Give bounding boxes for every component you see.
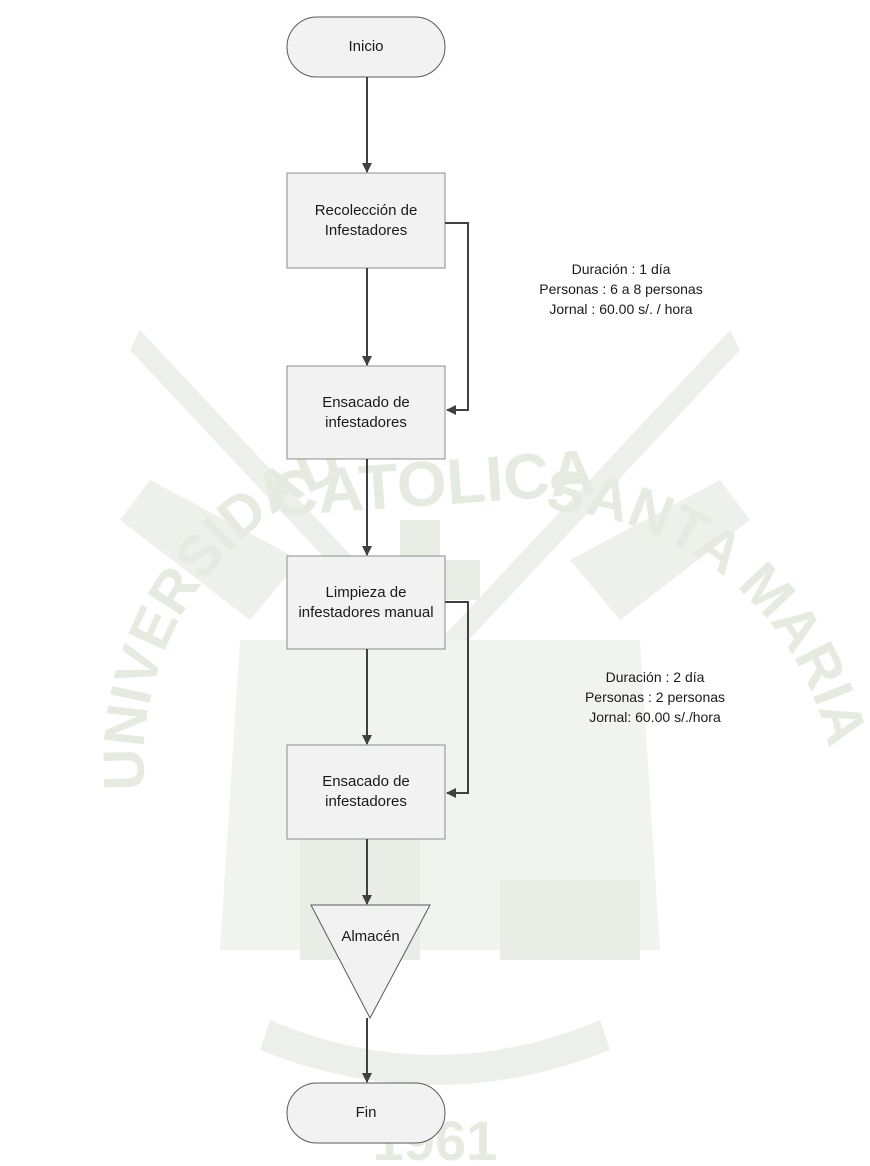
note-2-duration: Duración : 2 día <box>605 669 705 685</box>
note-2-persons: Personas : 2 personas <box>584 689 726 705</box>
note-limpieza: Duración : 2 día Personas : 2 personas J… <box>555 667 755 727</box>
note-recoleccion: Duración : 1 día Personas : 6 a 8 person… <box>510 259 732 319</box>
watermark-seal: CATOLICA UNIVERSIDAD SANTA MARIA 1961 <box>91 330 870 1166</box>
end-terminal <box>286 1082 446 1144</box>
note-1-wage: Jornal : 60.00 s/. / hora <box>549 301 693 317</box>
process-box-limpieza <box>286 555 446 650</box>
note-2-wage: Jornal: 60.00 s/./hora <box>589 709 721 725</box>
storage-triangle <box>310 904 431 1020</box>
note-1-duration: Duración : 1 día <box>571 261 671 277</box>
note-1-persons: Personas : 6 a 8 personas <box>539 281 703 297</box>
process-box-recoleccion <box>286 172 446 269</box>
process-box-ensacado-2 <box>286 744 446 840</box>
loop-arrow-1 <box>445 222 469 415</box>
process-box-ensacado-1 <box>286 365 446 460</box>
loop-arrow-2 <box>445 601 469 798</box>
start-terminal <box>286 16 446 78</box>
